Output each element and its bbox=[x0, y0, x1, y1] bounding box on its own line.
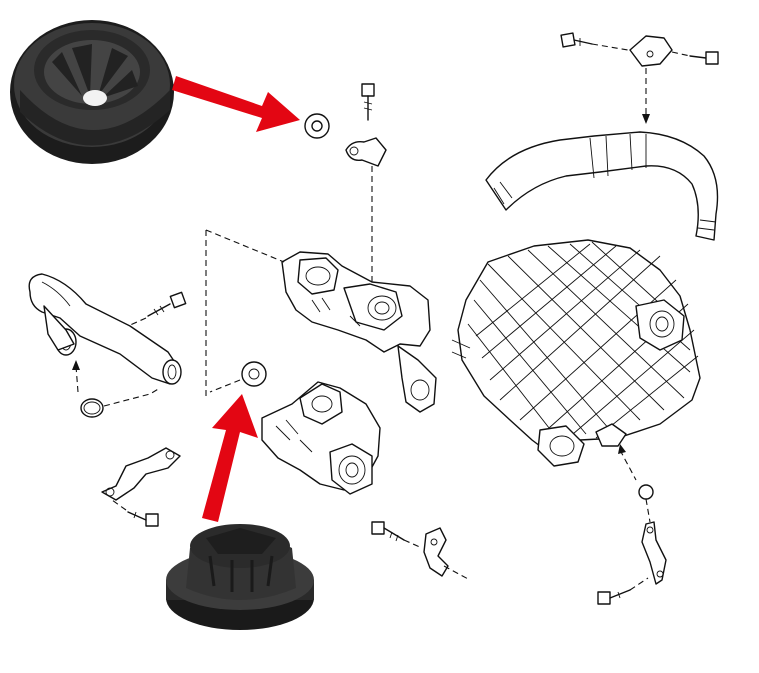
callout-arrow-bottom bbox=[202, 394, 258, 522]
grommet-small-top bbox=[304, 113, 330, 139]
bolt-top-right-a bbox=[560, 32, 593, 48]
bracket-top-right bbox=[629, 35, 673, 67]
egr-housing-lower bbox=[261, 381, 381, 495]
intake-manifold bbox=[451, 239, 701, 467]
o-ring bbox=[80, 398, 104, 418]
callout-arrow-top bbox=[172, 76, 300, 132]
coolant-pipe bbox=[28, 273, 182, 385]
bolt-left-lower bbox=[127, 511, 159, 527]
bracket-left-lower bbox=[101, 447, 181, 501]
grommet-photo-top bbox=[10, 20, 174, 164]
bolt-top-center bbox=[361, 83, 375, 121]
grommet-small-middle bbox=[241, 361, 267, 387]
bolt-top-right-b bbox=[689, 51, 719, 65]
bolt-right-lower bbox=[597, 589, 631, 605]
egr-valve bbox=[281, 251, 437, 413]
bolt-center-lower bbox=[371, 521, 405, 542]
bracket-top-center bbox=[345, 137, 387, 167]
bracket-right-lower bbox=[638, 484, 667, 585]
bolt-left-upper bbox=[147, 291, 187, 317]
bracket-center-lower bbox=[423, 527, 449, 577]
air-hose bbox=[485, 131, 719, 241]
grommet-photo-bottom bbox=[166, 524, 314, 630]
